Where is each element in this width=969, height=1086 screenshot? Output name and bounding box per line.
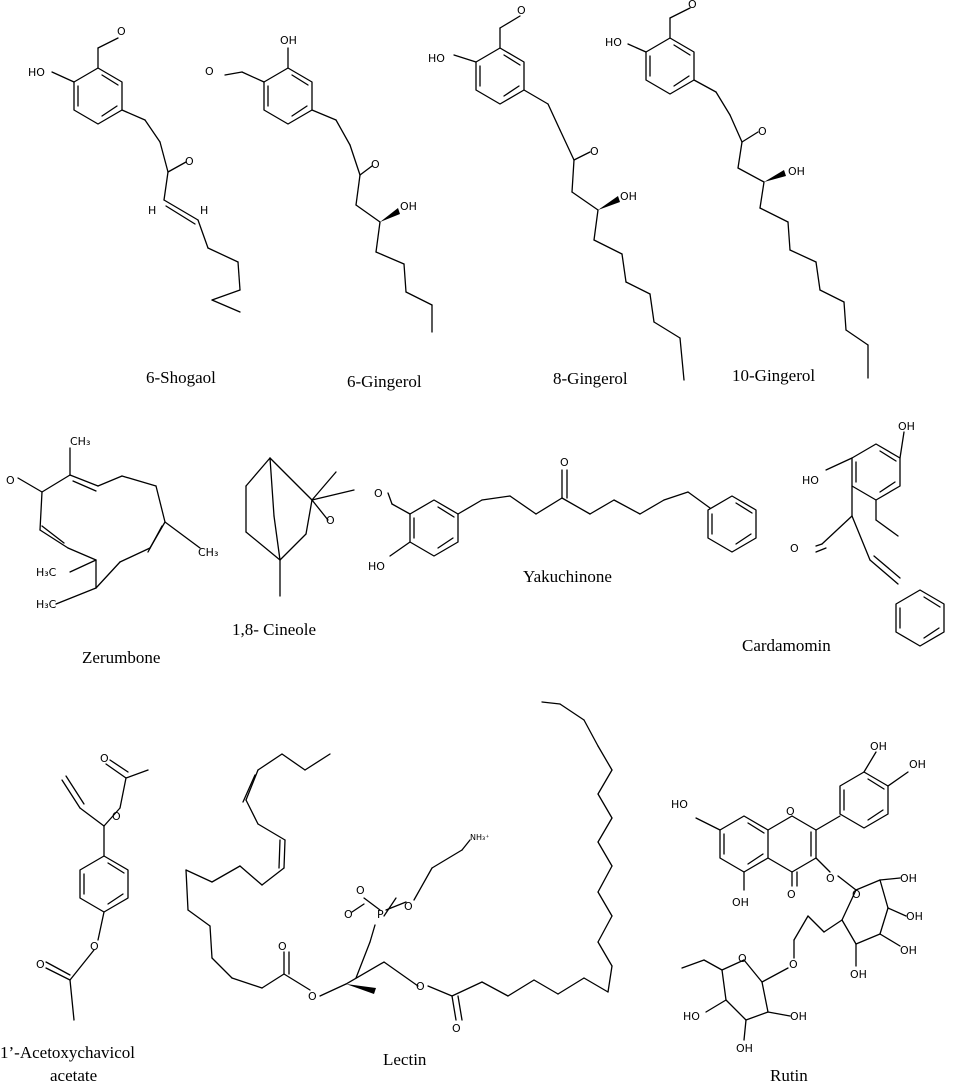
atom-label-h: H: [200, 204, 208, 217]
atom-label-o: O: [326, 514, 335, 527]
atom-label-o: O: [560, 456, 569, 469]
compound-name-1-8-cineole: 1,8- Cineole: [232, 620, 316, 639]
atom-label-o: O: [36, 958, 45, 971]
structure-yakuchinone: O O HO: [368, 456, 757, 573]
atom-label-oh: OH: [906, 910, 923, 923]
atom-label-o: O: [787, 888, 796, 901]
compound-name-zerumbone: Zerumbone: [82, 648, 160, 667]
compound-name-8-gingerol: 8-Gingerol: [553, 369, 628, 388]
atom-label-oh: OH: [870, 740, 887, 753]
compound-name-acetoxychavicol: 1’-Acetoxychavicol: [0, 1043, 135, 1062]
atom-label-o: O: [590, 145, 599, 158]
atom-label-oh: OH: [620, 190, 637, 203]
atom-label-o: O: [786, 805, 795, 818]
atom-label-o: O: [517, 4, 526, 17]
atom-label-o: O: [371, 158, 380, 171]
structure-acetoxychavicol-acetate: O O O O: [36, 752, 149, 1021]
atom-label-ho: HO: [428, 52, 445, 65]
atom-label-oh: OH: [900, 944, 917, 957]
atom-label-h: H: [148, 204, 156, 217]
atom-label-o: O: [356, 884, 365, 897]
compound-name-cardamomin: Cardamomin: [742, 636, 831, 655]
atom-label-o: O: [374, 487, 383, 500]
atom-label-h3c: H₃C: [36, 566, 57, 579]
atom-label-p: P: [377, 908, 384, 921]
atom-label-o: O: [112, 810, 121, 823]
atom-label-o: O: [404, 900, 413, 913]
atom-label-o: O: [278, 940, 287, 953]
structure-8-gingerol: O HO O OH: [428, 4, 685, 381]
atom-label-o: O: [185, 155, 194, 168]
atom-label-oh: OH: [280, 34, 297, 47]
atom-label-oh: OH: [736, 1042, 753, 1055]
compound-name-lectin: Lectin: [383, 1050, 427, 1069]
atom-label-ho: HO: [28, 66, 45, 79]
atom-label-o: O: [90, 940, 99, 953]
structure-6-gingerol: OH O O OH: [205, 34, 433, 333]
structure-6-shogaol: O HO O H H: [28, 25, 241, 313]
atom-label-ch3: CH₃: [70, 435, 90, 448]
compound-name-6-gingerol: 6-Gingerol: [347, 372, 422, 391]
atom-label-oh: OH: [900, 872, 917, 885]
atom-label-oh: OH: [850, 968, 867, 981]
atom-label-o: O: [452, 1022, 461, 1035]
atom-label-o: O: [738, 952, 747, 965]
atom-label-o: O: [344, 908, 353, 921]
atom-label-o: O: [416, 980, 425, 993]
compound-name-rutin: Rutin: [770, 1066, 808, 1085]
atom-label-o: O: [205, 65, 214, 78]
atom-label-oh: OH: [732, 896, 749, 909]
atom-label-oh: OH: [909, 758, 926, 771]
atom-label-oh: OH: [400, 200, 417, 213]
atom-label-ho: HO: [605, 36, 622, 49]
structure-lectin: P O O O NH₃⁺ O O O O: [185, 701, 613, 1035]
atom-label-o: O: [100, 752, 109, 765]
atom-label-o: O: [789, 958, 798, 971]
atom-label-ho: HO: [683, 1010, 700, 1023]
structure-rutin: O O HO OH OH OH O O OH OH OH OH O O HO O…: [671, 740, 926, 1055]
atom-label-o: O: [117, 25, 126, 38]
atom-label-o: O: [758, 125, 767, 138]
atom-label-o: O: [308, 990, 317, 1003]
structure-10-gingerol: O HO O OH: [605, 0, 869, 379]
atom-label-ch3: CH₃: [198, 546, 218, 559]
atom-label-nh3: NH₃⁺: [470, 833, 489, 842]
atom-label-ho: HO: [368, 560, 385, 573]
compound-name-acetoxychavicol-line2: acetate: [50, 1066, 97, 1085]
compound-name-6-shogaol: 6-Shogaol: [146, 368, 216, 387]
structure-cardamomin: OH HO O: [790, 420, 945, 647]
atom-label-oh: OH: [788, 165, 805, 178]
compound-name-10-gingerol: 10-Gingerol: [732, 366, 815, 385]
atom-label-h3c: H₃C: [36, 598, 57, 611]
atom-label-o: O: [688, 0, 697, 11]
structure-zerumbone: O CH₃ CH₃ H₃C H₃C: [6, 435, 218, 611]
compound-name-yakuchinone: Yakuchinone: [523, 567, 612, 586]
atom-label-oh: OH: [790, 1010, 807, 1023]
structure-1-8-cineole: O: [245, 457, 355, 597]
atom-label-o: O: [826, 872, 835, 885]
atom-label-o: O: [852, 888, 861, 901]
atom-label-o: O: [6, 474, 15, 487]
atom-label-o: O: [790, 542, 799, 555]
atom-label-ho: HO: [802, 474, 819, 487]
atom-label-oh: OH: [898, 420, 915, 433]
atom-label-ho: HO: [671, 798, 688, 811]
